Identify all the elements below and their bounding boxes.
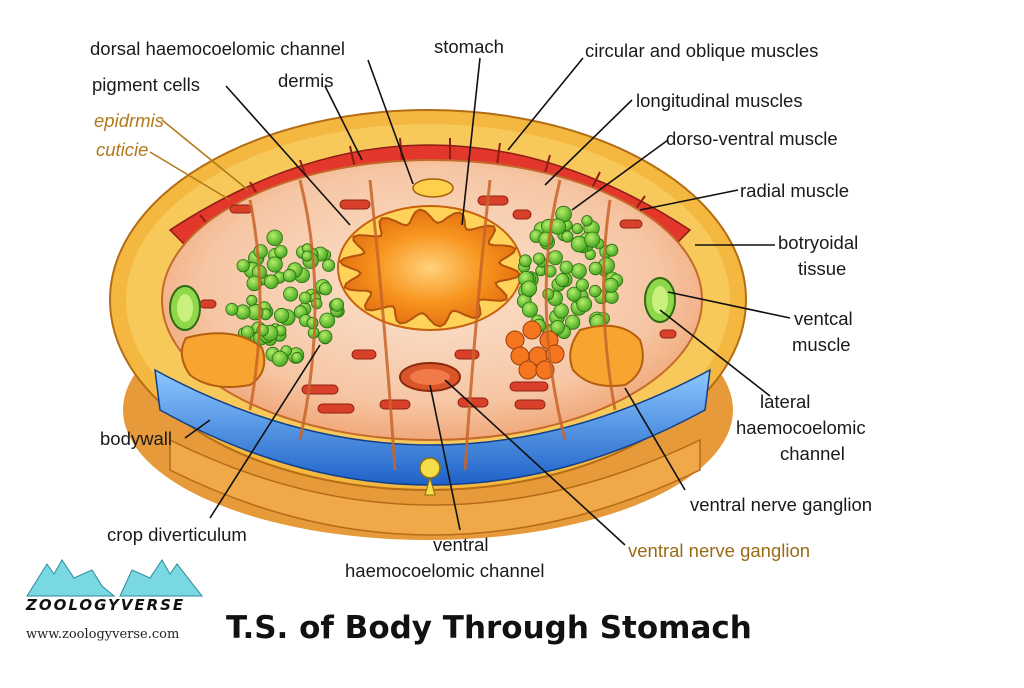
ventral-blue-channel: [154, 368, 711, 486]
muscle-strands: [248, 179, 617, 471]
botryoidal-tissue-left: [225, 229, 345, 367]
botryoidal-cell: [520, 280, 538, 297]
botryoidal-cell: [565, 314, 581, 330]
botryoidal-cell: [266, 256, 283, 273]
botryoidal-cell: [575, 278, 589, 292]
orange-cell-cluster: [505, 320, 565, 380]
botryoidal-cell: [588, 284, 602, 298]
label-dorso-ventral-muscle: dorso-ventral muscle: [666, 128, 838, 149]
lateral-ovals: [169, 277, 676, 388]
botryoidal-cell: [263, 274, 279, 290]
label-ventcal-1: ventcal: [794, 308, 853, 329]
botryoidal-cell: [603, 277, 619, 293]
label-cuticle: cuticie: [96, 139, 149, 160]
botryoidal-cell: [246, 294, 258, 306]
label-dorsal-haemocoelomic-channel: dorsal haemocoelomic channel: [90, 38, 346, 59]
botryoidal-cell: [542, 288, 555, 301]
label-stomach: stomach: [434, 36, 504, 57]
orange-cell: [518, 360, 538, 380]
botryoidal-cell: [519, 254, 532, 268]
botryoidal-cell: [605, 243, 619, 257]
botryoidal-cell: [318, 329, 333, 344]
botryoidal-cell: [306, 316, 319, 329]
botryoidal-cell: [559, 260, 574, 275]
botryoidal-cell: [246, 275, 262, 292]
botryoidal-cell: [532, 252, 546, 265]
botryoidal-cell: [319, 312, 336, 329]
botryoidal-cell: [271, 350, 288, 367]
stomach-shape: [337, 205, 523, 331]
botryoidal-cell: [547, 250, 563, 266]
label-circular-oblique-muscles: circular and oblique muscles: [585, 40, 819, 61]
brand-website: www.zoologyverse.com: [26, 627, 180, 642]
label-lateral-3: channel: [780, 443, 845, 464]
botryoidal-cell: [291, 351, 303, 364]
botryoidal-cell: [318, 282, 333, 296]
label-crop-diverticulum: crop diverticulum: [107, 524, 247, 545]
page-title: T.S. of Body Through Stomach: [226, 610, 752, 646]
blood-vessels: [199, 195, 677, 414]
ventral-nerve-ganglion: [419, 457, 441, 479]
label-epidermis: epidrmis: [94, 110, 164, 131]
botryoidal-cell: [235, 304, 251, 320]
botryoidal-cell: [311, 298, 323, 310]
label-ventral-nerve-ganglion-1: ventral nerve ganglion: [690, 494, 873, 515]
botryoidal-cell: [566, 286, 582, 302]
label-lateral-2: haemocoelomic: [736, 417, 866, 438]
orange-cell: [505, 330, 525, 350]
botryoidal-cell: [273, 307, 290, 324]
botryoidal-cell: [521, 301, 538, 318]
label-ventcal-2: muscle: [792, 334, 851, 355]
botryoidal-cell: [322, 258, 336, 272]
botryoidal-cell: [274, 245, 288, 259]
botryoidal-cell: [330, 297, 345, 312]
botryoidal-cell: [561, 230, 574, 243]
wolf-logo-icon: [26, 559, 204, 597]
label-ventral-1: ventral: [433, 534, 489, 555]
botryoidal-cell: [236, 259, 250, 273]
dorsal-channel-oval: [412, 178, 454, 198]
brand-name: ZOOLOGYVERSE: [26, 596, 186, 614]
botryoidal-cell: [301, 250, 313, 262]
botryoidal-cell: [576, 296, 593, 313]
label-radial-muscle: radial muscle: [740, 180, 849, 201]
botryoidal-cell: [225, 302, 239, 316]
botryoidal-cell: [550, 320, 565, 335]
leader-lines: [149, 57, 791, 546]
botryoidal-cell: [282, 268, 297, 283]
orange-cell: [522, 320, 542, 340]
botryoidal-cell: [571, 223, 583, 235]
botryoidal-cell: [571, 263, 587, 279]
label-botryoidal-2: tissue: [798, 258, 847, 279]
label-longitudinal-muscles: longitudinal muscles: [636, 90, 803, 111]
botryoidal-cell: [283, 286, 299, 302]
botryoidal-cell: [266, 229, 283, 247]
botryoidal-cell: [588, 261, 603, 276]
label-botryoidal-1: botryoidal: [778, 232, 859, 253]
botryoidal-cell: [553, 303, 569, 319]
botryoidal-cell: [584, 231, 601, 248]
label-pigment-cells: pigment cells: [92, 74, 200, 95]
label-lateral-1: lateral: [760, 391, 811, 412]
botryoidal-cell: [299, 291, 312, 305]
label-ventral-nerve-ganglion-2: ventral nerve ganglion: [628, 540, 811, 561]
botryoidal-cell: [555, 273, 570, 287]
label-ventral-2: haemocoelomic channel: [345, 560, 545, 581]
label-dermis: dermis: [278, 70, 334, 91]
label-bodywall: bodywall: [100, 428, 172, 449]
botryoidal-cell: [581, 215, 593, 227]
